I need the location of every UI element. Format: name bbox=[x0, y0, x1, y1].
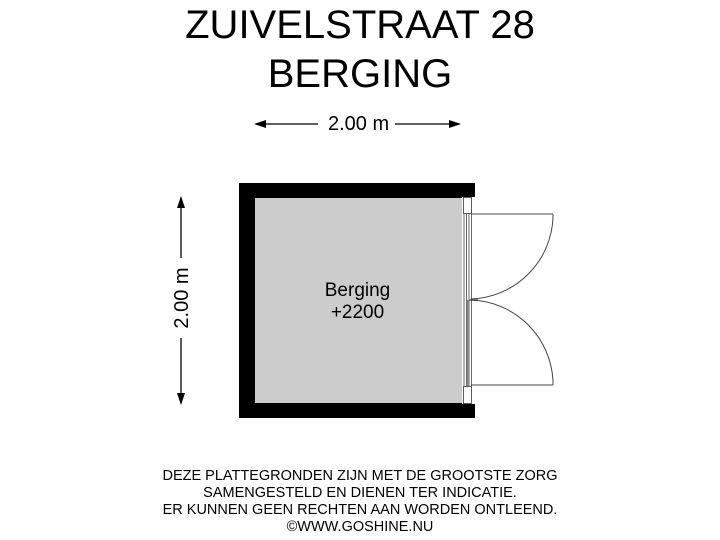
height-dimension-label: 2.00 m bbox=[171, 258, 193, 338]
room-name: Berging bbox=[324, 280, 391, 301]
door-leaf-bottom bbox=[469, 299, 554, 386]
disclaimer-line: ER KUNNEN GEEN RECHTEN AAN WORDEN ONTLEE… bbox=[162, 502, 558, 518]
room-level: +2200 bbox=[330, 302, 385, 323]
title-address: ZUIVELSTRAAT 28 bbox=[185, 3, 535, 47]
disclaimer: DEZE PLATTEGRONDEN ZIJN MET DE GROOTSTE … bbox=[0, 468, 720, 536]
disclaimer-line: SAMENGESTELD EN DIENEN TER INDICATIE. bbox=[203, 485, 517, 501]
door-leaf-top bbox=[470, 213, 554, 300]
vertical-dimension-arrow bbox=[177, 196, 185, 405]
copyright-link: ©WWW.GOSHINE.NU bbox=[286, 519, 434, 535]
horizontal-dimension-arrow bbox=[254, 120, 461, 128]
width-dimension-label: 2.00 m bbox=[322, 113, 396, 135]
disclaimer-line: DEZE PLATTEGRONDEN ZIJN MET DE GROOTSTE … bbox=[162, 468, 558, 484]
title-room: BERGING bbox=[267, 52, 453, 96]
